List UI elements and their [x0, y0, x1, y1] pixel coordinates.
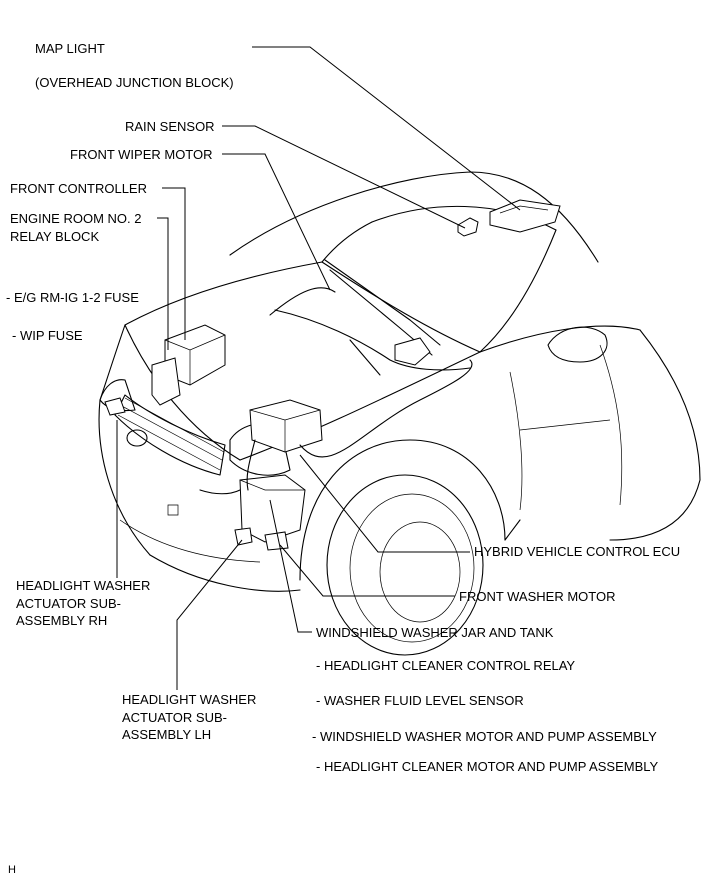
corner-mark: H [8, 864, 16, 876]
engine-room-relay-label-line1: ENGINE ROOM NO. 2 [10, 211, 142, 226]
overhead-junction-block-drawing [489, 199, 561, 233]
windshield-washer-jar-label: WINDSHIELD WASHER JAR AND TANK [316, 625, 554, 640]
eg-rm-ig-fuse-label: - E/G RM-IG 1-2 FUSE [6, 290, 139, 305]
headlight-cleaner-relay-label: - HEADLIGHT CLEANER CONTROL RELAY [316, 658, 576, 673]
headlight-washer-rh-label-line2: ACTUATOR SUB- [16, 596, 121, 611]
front-washer-motor-label: FRONT WASHER MOTOR [459, 589, 616, 604]
engine-room-relay-label-line2: RELAY BLOCK [10, 229, 100, 244]
front-controller-label: FRONT CONTROLLER [10, 181, 147, 196]
hybrid-ecu-and-washer-tank-drawing [199, 359, 473, 551]
overhead-junction-block-label: (OVERHEAD JUNCTION BLOCK) [35, 75, 234, 90]
rain-sensor-drawing [457, 217, 479, 237]
hybrid-ecu-label: HYBRID VEHICLE CONTROL ECU [474, 544, 681, 559]
front-wiper-motor-label: FRONT WIPER MOTOR [70, 147, 213, 162]
rain-sensor-label: RAIN SENSOR [125, 119, 215, 134]
headlight-washer-lh-label-line3: ASSEMBLY LH [122, 727, 212, 742]
headlight-washer-rh-drawing [104, 397, 253, 546]
headlight-washer-rh-label-line3: ASSEMBLY RH [16, 613, 108, 628]
leader-lines [116, 46, 521, 690]
wiper-assembly-drawing [269, 259, 471, 376]
washer-fluid-sensor-label: - WASHER FLUID LEVEL SENSOR [316, 693, 524, 708]
headlight-washer-lh-label-line1: HEADLIGHT WASHER [122, 692, 257, 707]
headlight-cleaner-pump-label: - HEADLIGHT CLEANER MOTOR AND PUMP ASSEM… [316, 759, 659, 774]
map-light-label: MAP LIGHT [35, 41, 105, 56]
wip-fuse-label: - WIP FUSE [12, 328, 83, 343]
car-body-outline [98, 171, 701, 656]
windshield-washer-pump-label: - WINDSHIELD WASHER MOTOR AND PUMP ASSEM… [312, 729, 657, 744]
headlight-washer-rh-label-line1: HEADLIGHT WASHER [16, 578, 151, 593]
engine-room-relay-block-drawing [151, 324, 226, 406]
headlight-washer-lh-label-line2: ACTUATOR SUB- [122, 710, 227, 725]
